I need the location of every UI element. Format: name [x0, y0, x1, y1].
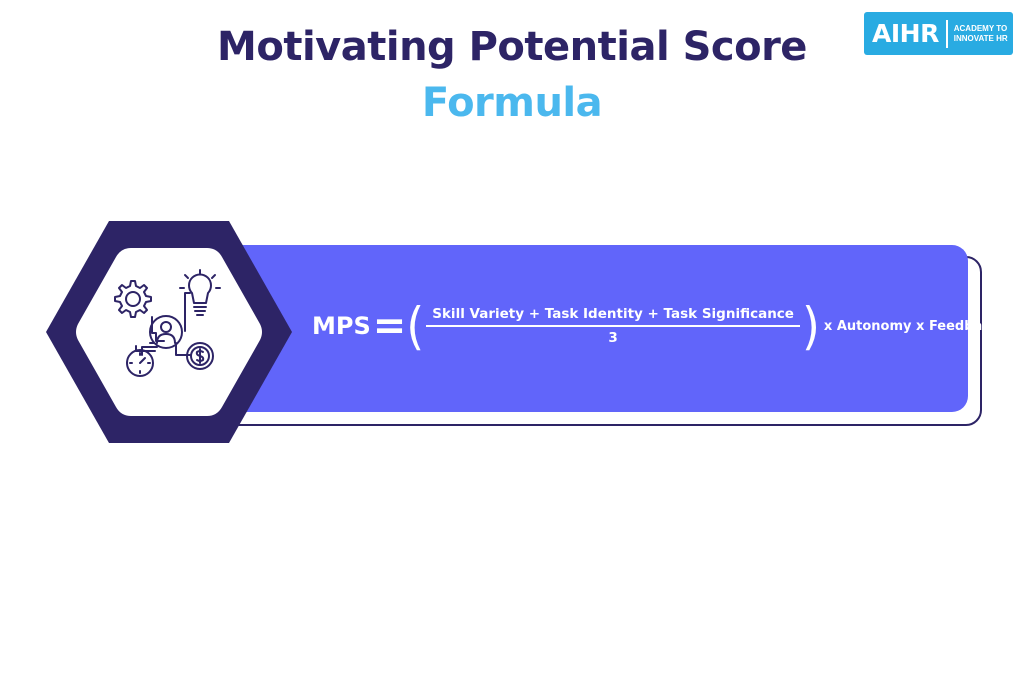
job-design-network-icon — [114, 269, 221, 377]
logo-tagline-line2: INNOVATE HR — [953, 33, 1008, 43]
formula-multipliers: x Autonomy x Feedback — [823, 318, 999, 334]
formula-lhs: MPS — [312, 312, 371, 340]
formula-open-paren: ( — [406, 296, 425, 356]
mps-formula: MPS = ( Skill Variety + Task Identity + … — [312, 296, 999, 356]
formula-card — [210, 245, 968, 412]
formula-denominator: 3 — [608, 329, 618, 346]
logo-tagline-line1: ACADEMY TO — [953, 23, 1008, 33]
connector-clock — [141, 346, 158, 356]
logo-divider — [945, 19, 948, 48]
logo-mark: AIHR — [872, 19, 939, 48]
person-icon — [149, 315, 183, 349]
dollar-coin-icon — [186, 342, 214, 370]
fraction-bar — [426, 325, 800, 327]
formula-fraction: Skill Variety + Task Identity + Task Sig… — [426, 306, 800, 346]
formula-numerator: Skill Variety + Task Identity + Task Sig… — [432, 306, 794, 323]
hexagon-badge — [46, 221, 292, 443]
lightbulb-icon — [179, 269, 221, 316]
formula-close-paren: ) — [801, 296, 820, 356]
formula-equals: = — [372, 303, 407, 349]
page-title: Motivating Potential Score — [217, 24, 807, 70]
clock-icon — [126, 349, 154, 377]
gear-icon — [114, 280, 152, 318]
logo-tagline: ACADEMY TO INNOVATE HR — [954, 24, 1013, 44]
page-subtitle: Formula — [421, 80, 603, 126]
connector-bulb — [184, 292, 191, 332]
connector-gear — [151, 316, 165, 342]
aihr-logo: AIHR ACADEMY TO INNOVATE HR — [864, 12, 1013, 55]
connector-coin — [175, 342, 191, 356]
